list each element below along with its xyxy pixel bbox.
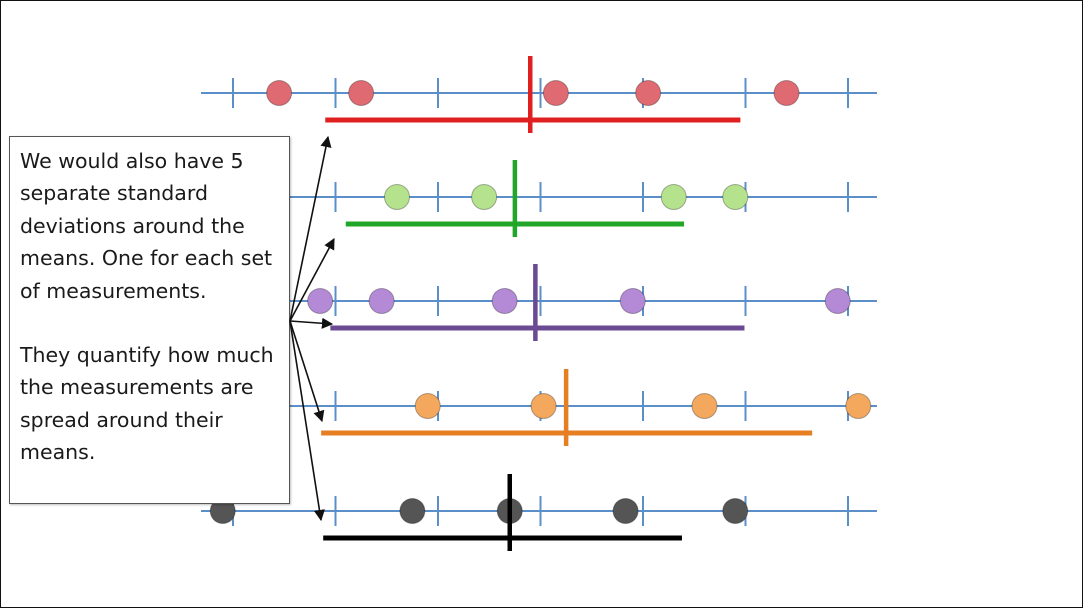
data-point — [619, 288, 646, 314]
data-point — [530, 393, 557, 419]
row-purple — [201, 264, 877, 341]
data-point — [660, 184, 687, 210]
data-point — [824, 288, 851, 314]
data-point — [491, 288, 518, 314]
callout-paragraph-1: We would also have 5 separate standard d… — [20, 149, 273, 303]
data-point — [635, 80, 662, 106]
data-point — [368, 288, 395, 314]
data-point — [266, 80, 293, 106]
data-point — [399, 498, 426, 524]
data-point — [471, 184, 498, 210]
data-point — [691, 393, 718, 419]
data-point — [773, 80, 800, 106]
data-point — [384, 184, 410, 210]
data-point — [542, 80, 569, 106]
callout-paragraph-2: They quantify how much the measurements … — [20, 343, 274, 465]
row-red — [201, 56, 877, 133]
row-orange — [201, 369, 877, 446]
data-point — [307, 288, 334, 314]
data-point — [722, 498, 749, 524]
data-point — [612, 498, 639, 524]
data-point — [845, 393, 872, 419]
row-green — [201, 160, 877, 237]
data-point — [348, 80, 375, 106]
data-point — [722, 184, 749, 210]
row-black — [201, 474, 877, 551]
data-point — [414, 393, 441, 419]
callout-box: We would also have 5 separate standard d… — [9, 136, 290, 504]
